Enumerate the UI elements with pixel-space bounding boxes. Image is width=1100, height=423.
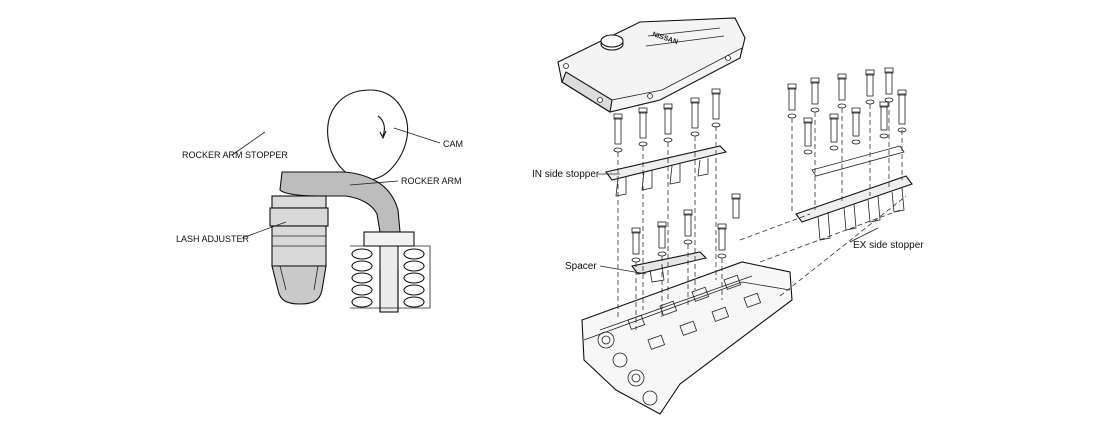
in-side-bolts-lower [631, 193, 741, 263]
label-in-side-stopper: IN side stopper [532, 169, 600, 180]
ex-side-stopper [795, 175, 913, 241]
leader-cam [393, 127, 441, 144]
label-cam: CAM [443, 139, 463, 149]
left-valvetrain-figure: ROCKER ARM STOPPER CAM ROCKER ARM LASH A… [176, 77, 463, 313]
label-ex-side-stopper: EX side stopper [853, 240, 924, 251]
in-side-stopper [605, 145, 728, 197]
right-exploded-view-figure: NISSAN [532, 17, 924, 415]
alignment-dashed-lines [617, 102, 907, 330]
cylinder-head [581, 261, 793, 415]
leader-rocker-arm [349, 180, 399, 186]
leader-rocker-arm-stopper [231, 131, 266, 156]
in-side-bolts-upper [613, 88, 721, 153]
valve-cover: NISSAN [557, 17, 746, 113]
label-rocker-arm-stopper: ROCKER ARM STOPPER [182, 150, 288, 160]
rocker-arm-stopper [256, 77, 298, 162]
valve-spring-coils-right [403, 248, 425, 308]
label-rocker-arm: ROCKER ARM [401, 176, 462, 186]
label-lash-adjuster: LASH ADJUSTER [176, 234, 250, 244]
cam [327, 89, 409, 181]
ex-side-bolts [787, 67, 907, 155]
valve-spring-coils-left [351, 248, 373, 308]
lash-adjuster [269, 195, 329, 305]
leader-ex-side-stopper [849, 227, 879, 243]
label-spacer: Spacer [565, 261, 597, 272]
ex-upper-bracket [811, 145, 905, 177]
valve-spring-assembly [350, 231, 431, 313]
leader-lash-adjuster [241, 221, 287, 239]
leader-spacer [599, 265, 647, 275]
